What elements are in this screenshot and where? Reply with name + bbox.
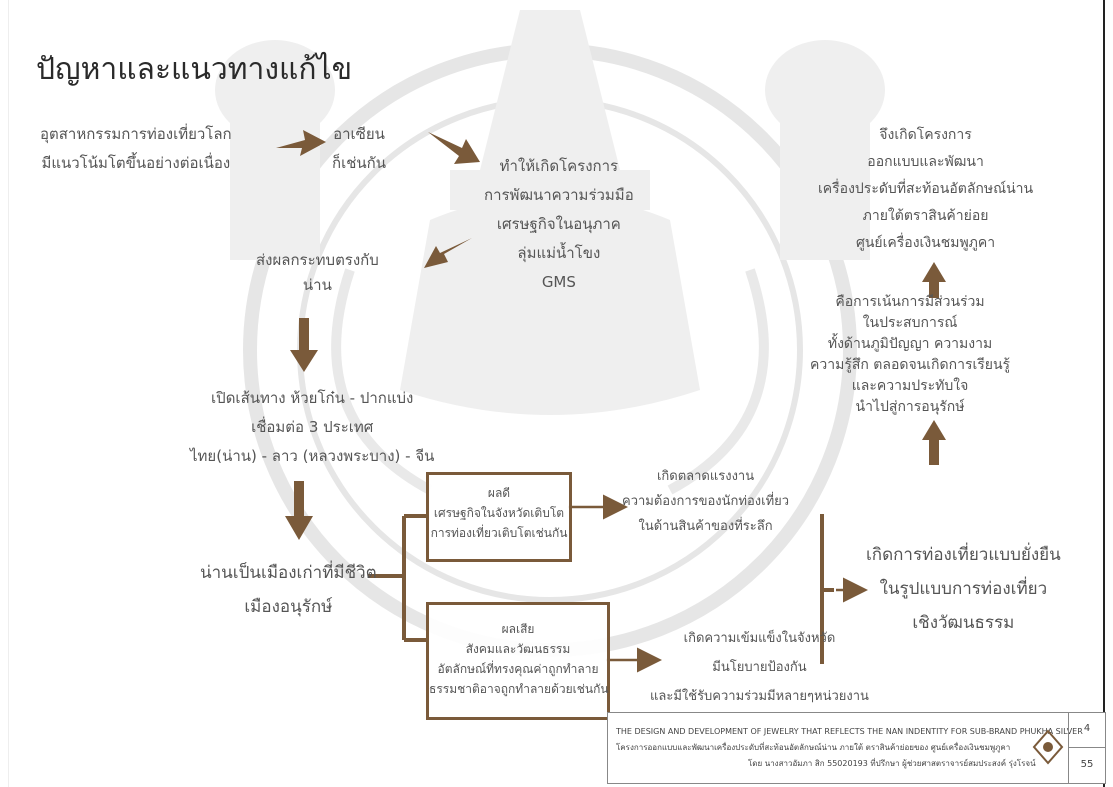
node-global-tourism: อุตสาหกรรมการท่องเที่ยวโลกมีแนวโน้มโตขึ้… bbox=[40, 125, 232, 172]
phukha-logo-icon bbox=[1032, 729, 1064, 765]
footer-thai-title: โครงการออกแบบและพัฒนาเครื่องประดับที่สะท… bbox=[616, 743, 1011, 752]
university-seal-watermark bbox=[215, 10, 885, 657]
footer-info-box: THE DESIGN AND DEVELOPMENT OF JEWELRY TH… bbox=[607, 712, 1106, 784]
page-number-current: 4 bbox=[1083, 723, 1091, 734]
footer-divider bbox=[1068, 713, 1069, 783]
box-positive-effects: ผลดีเศรษฐกิจในจังหวัดเติบโตการท่องเที่ยว… bbox=[426, 472, 572, 562]
node-sustainable-tourism: เกิดการท่องเที่ยวแบบยั่งยืนในรูปแบบการท่… bbox=[866, 545, 1061, 633]
slide-title: ปัญหาและแนวทางแก้ไข bbox=[36, 52, 353, 87]
node-labor-market: เกิดตลาดแรงงานความต้องการของนักท่องเที่ย… bbox=[622, 469, 790, 534]
node-participation: คือการเน้นการมีส่วนร่วมในประสบการณ์ทั้งด… bbox=[810, 294, 1011, 415]
footer-page-divider bbox=[1068, 747, 1105, 748]
node-strong-policy: เกิดความเข้มแข็งในจังหวัดมีนโยบายป้องกัน… bbox=[650, 631, 869, 704]
node-impact-nan: ส่งผลกระทบตรงกับน่าน bbox=[256, 251, 379, 294]
node-jewelry-project: จึงเกิดโครงการออกแบบและพัฒนาเครื่องประดั… bbox=[818, 127, 1034, 251]
node-route-3-countries: เปิดเส้นทาง ห้วยโก๋น - ปากแบ่งเชื่อมต่อ … bbox=[190, 389, 435, 465]
footer-author: โดย นางสาวอัมภา สิก 55020193 ที่ปรึกษา ผ… bbox=[748, 759, 1036, 768]
box-negative-effects: ผลเสียสังคมและวัฒนธรรมอัตลักษณ์ที่ทรงคุณ… bbox=[426, 602, 610, 720]
node-asean: อาเซียนก็เช่นกัน bbox=[332, 125, 386, 172]
page-number-total: 55 bbox=[1080, 759, 1094, 770]
slide-frame bbox=[8, 0, 1105, 787]
node-gms-project: ทำให้เกิดโครงการการพัฒนาความร่วมมือเศรษฐ… bbox=[484, 157, 634, 291]
node-living-old-city: น่านเป็นเมืองเก่าที่มีชีวิตเมืองอนุรักษ์ bbox=[200, 563, 377, 617]
footer-english-title: THE DESIGN AND DEVELOPMENT OF JEWELRY TH… bbox=[616, 727, 1083, 736]
